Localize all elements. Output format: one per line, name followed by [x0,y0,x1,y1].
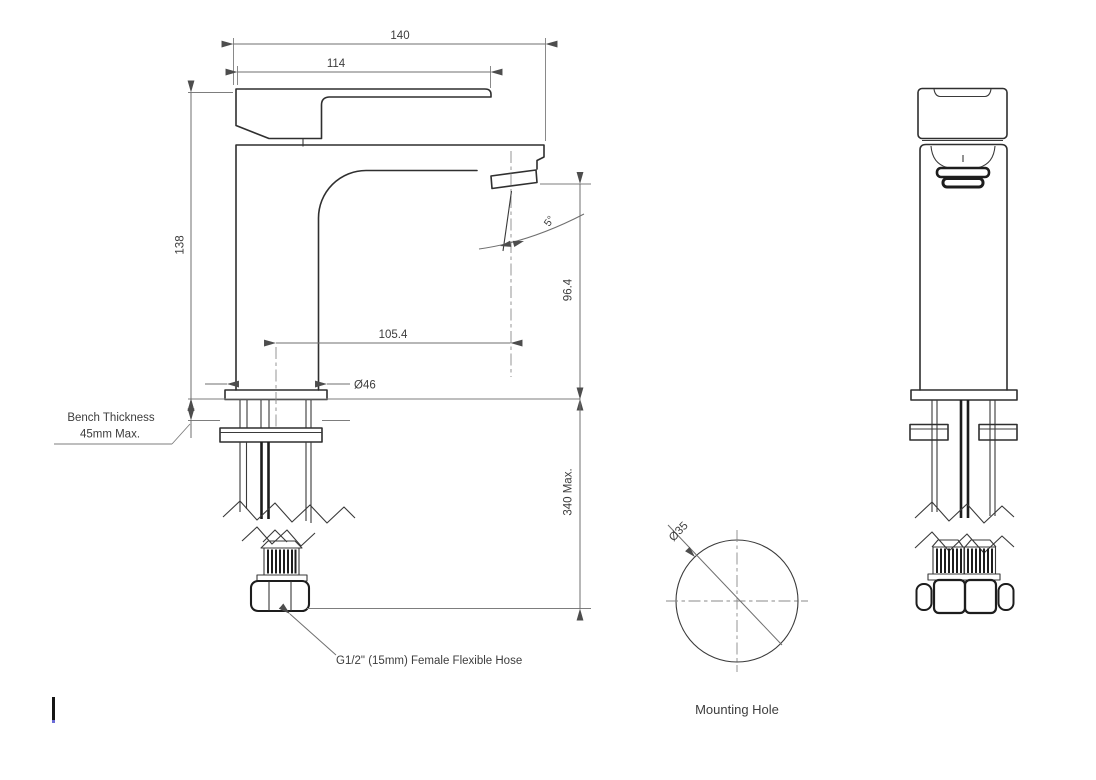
side-spout-bowl [930,145,996,169]
side-handle [917,87,1008,140]
front-braid [263,547,300,576]
dimension-body-height: 138 [175,80,195,411]
front-braid-collar [260,540,303,549]
front-hex-nut-facets [268,581,292,611]
dim-138-label: 138 [175,235,187,254]
side-hex-nut-left [932,578,967,615]
hose-note-label: G1/2" (15mm) Female Flexible Hose [336,655,522,667]
dimension-overall-width: 140 [221,30,558,48]
dim-140-label: 140 [390,30,409,42]
mounting-hole-view: Ø35 Mounting Hole [666,520,808,717]
front-clamp-flange [219,427,323,443]
mounting-hole-leader-arrow [685,546,695,557]
side-hex-nut-facet-left [915,583,933,611]
bench-note-line2: 45mm Max. [80,429,140,441]
front-pipe-end [262,529,288,543]
side-nut-collar [927,573,1001,581]
side-wing-nut-right [978,423,1018,441]
dimension-outlet-angle: 5° [478,213,585,250]
dim-114-label: 114 [327,58,346,70]
front-handle-outline [235,88,492,140]
front-braid-strands [267,549,297,574]
dim-340-label: 340 Max. [563,468,575,515]
front-hex-nut [249,579,311,613]
dimensions: 140 114 138 105.4 96.4 340 Max. [54,30,591,667]
text-cursor [52,697,55,723]
bench-note-line1: Bench Thickness [67,412,155,424]
side-break-line-lower [914,531,1015,554]
side-hex-nut-facet-right [997,583,1015,611]
front-break-line-upper [222,500,356,524]
front-view-drawing [219,88,545,613]
front-body-outline [235,144,545,391]
front-break-line-lower [241,526,316,547]
mounting-hole-diameter-leader [667,524,783,646]
side-rods [931,400,996,516]
dim-dia46-label: Ø46 [354,380,376,392]
mounting-hole-centerlines [666,530,808,672]
side-view-drawing [909,87,1018,615]
side-aerator-ring-1 [935,166,991,179]
dimension-hose-length: 340 Max. [563,387,584,621]
side-handle-notch [933,88,992,98]
side-hex-nut-right [963,578,998,615]
side-body [919,143,1008,391]
dimension-outlet-reach: 105.4 [264,329,523,347]
dim-105-label: 105.4 [379,329,408,341]
front-rods-lower [239,442,312,523]
side-braid-strands [936,548,993,573]
front-aerator [490,169,538,190]
side-break-line-upper [914,501,1015,524]
front-rods-upper [239,399,312,428]
side-hose-pipe [959,400,970,518]
dimension-outlet-height: 96.4 [563,172,584,411]
dim-angle-label: 5° [542,214,558,229]
front-hose-pipe [260,442,270,519]
front-spout-underside [317,169,478,391]
bench-thickness-note: Bench Thickness 45mm Max. [54,381,195,445]
mounting-hole-diameter-label: Ø35 [667,520,691,544]
side-braid-collars [931,539,997,548]
outlet-tilted-axis [502,190,513,252]
mounting-hole-caption: Mounting Hole [695,702,779,717]
dimension-base-diameter: Ø46 [205,380,376,392]
dimension-handle-width: 114 [225,58,503,76]
hose-note: G1/2" (15mm) Female Flexible Hose [278,603,522,667]
side-wing-nut-left [909,423,949,441]
dim-96-label: 96.4 [563,278,575,301]
extension-lines [188,38,591,609]
side-base-plate [910,389,1018,401]
side-aerator-ring-2 [941,177,985,189]
